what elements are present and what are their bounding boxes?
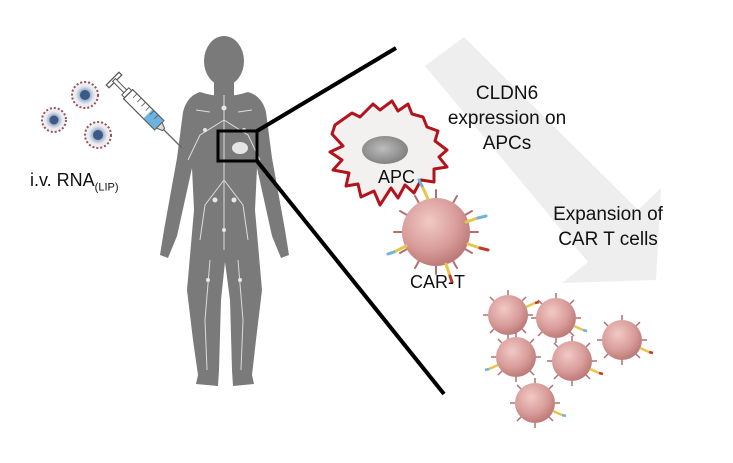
expansion-label: Expansion of CAR T cells xyxy=(542,202,674,252)
expanded-car-t-cell xyxy=(484,332,541,382)
zoom-line-bottom xyxy=(255,159,446,396)
expansion-label-line-2: CAR T cells xyxy=(558,229,658,250)
spleen-icon xyxy=(232,142,248,154)
cldn6-label-line-2: expression on xyxy=(447,108,567,129)
expansion-label-line-1: Expansion of xyxy=(553,204,663,225)
expanded-car-t-cell xyxy=(597,315,654,365)
apc-label: APC xyxy=(378,167,416,187)
expanded-car-t-cell xyxy=(483,290,540,340)
lymph-nodes xyxy=(203,105,246,282)
expanded-car-t-cell xyxy=(547,336,604,386)
car-t-label: CAR-T xyxy=(410,272,465,292)
syringe-icon xyxy=(105,71,183,149)
lipoplex-particle-icon xyxy=(71,81,99,109)
zoom-line-top xyxy=(255,46,398,133)
rna-label-main: i.v. RNA xyxy=(30,170,95,190)
cldn6-label: CLDN6 expression on APCs xyxy=(432,81,582,156)
lipoplex-particle-icon xyxy=(84,121,112,149)
cldn6-label-line-1: CLDN6 xyxy=(475,83,539,104)
expanded-car-t-cell xyxy=(531,293,588,343)
expansion-arrow xyxy=(425,37,661,283)
rna-label: i.v. RNA(LIP) xyxy=(30,168,119,201)
rna-label-sub: (LIP) xyxy=(94,181,119,194)
zoom-box xyxy=(216,129,259,163)
car-t-cell-icon xyxy=(386,178,490,284)
expanded-car-t-cell xyxy=(510,378,567,428)
lipoplex-particle-icon xyxy=(41,107,67,133)
cldn6-label-line-3: APCs xyxy=(482,133,532,154)
antigen-presenting-cell-icon xyxy=(328,99,449,207)
